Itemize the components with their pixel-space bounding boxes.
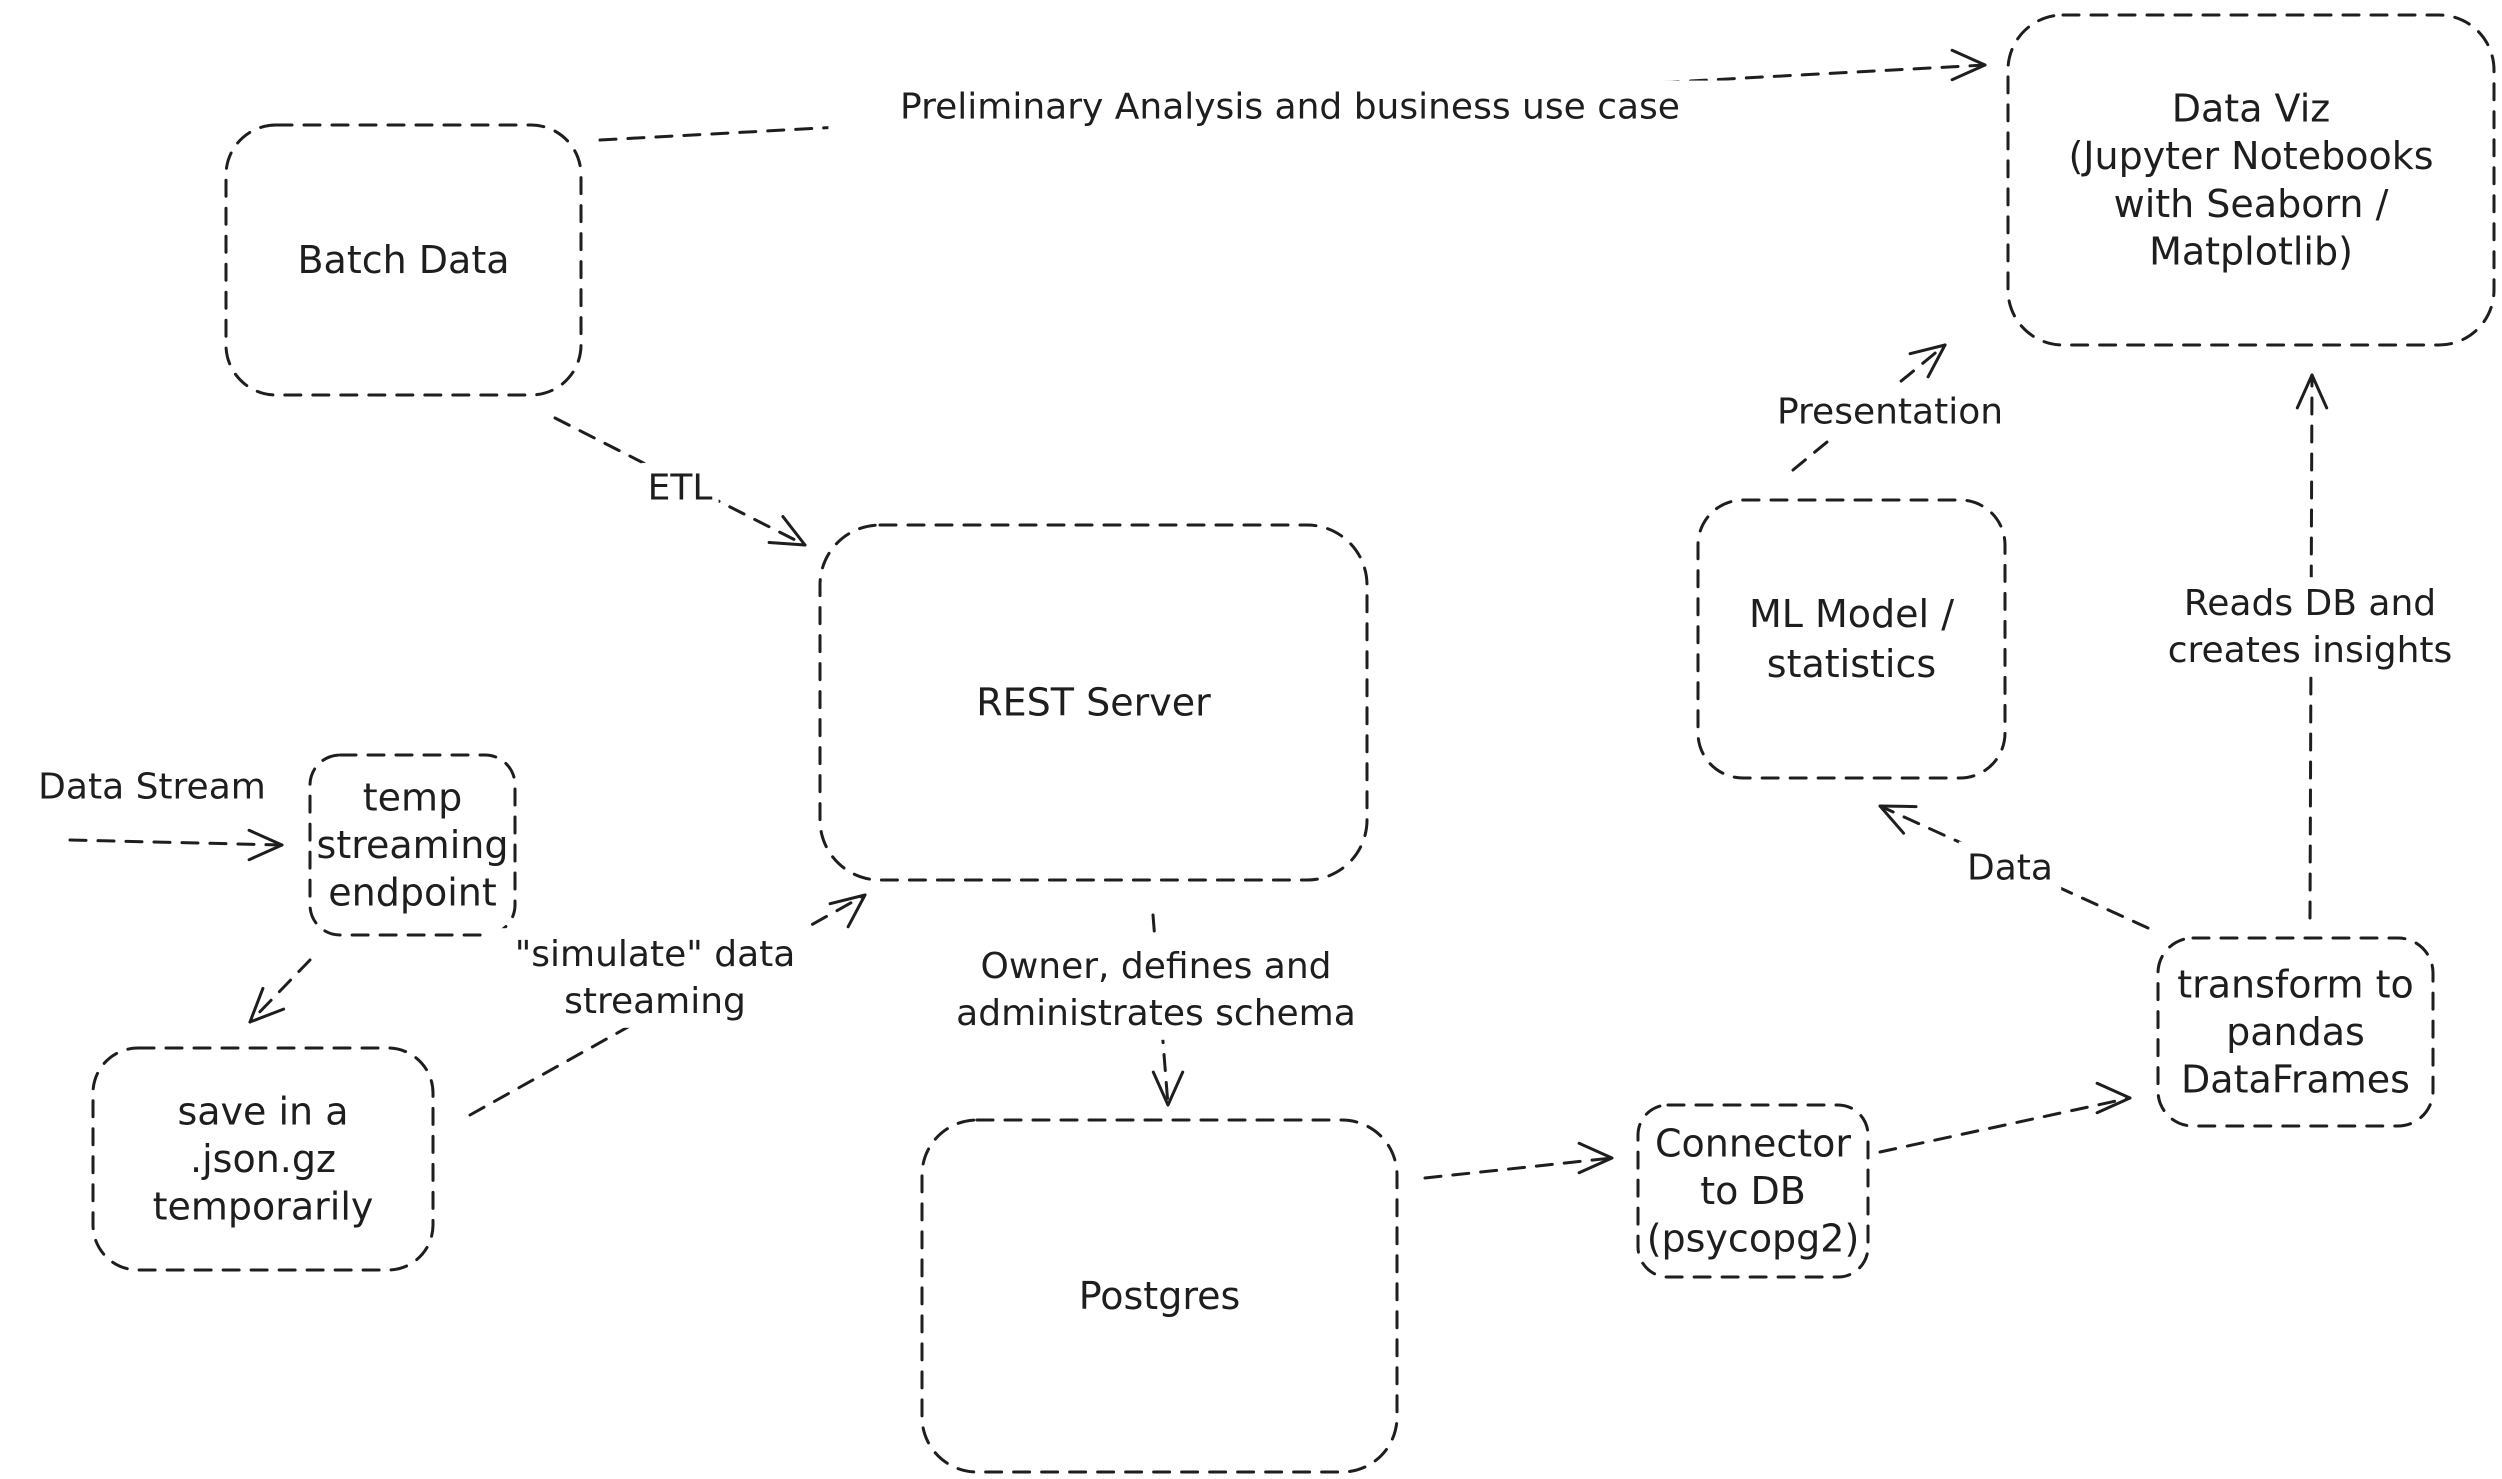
node-box [920,1118,1399,1474]
node-label: DataFrames [2181,1058,2410,1102]
arrowhead [2295,373,2329,410]
node-box [1696,498,2007,780]
node-label: Connector [1655,1121,1851,1165]
edge-label-background [1752,385,2028,439]
node-label: REST Server [976,681,1211,725]
node-label: Batch Data [297,238,509,282]
node-label: pandas [2226,1010,2365,1054]
edge-line [1878,1096,2132,1154]
edge-line [248,958,312,1024]
node-label: transform to [2177,962,2414,1006]
node-box [308,753,517,937]
edge-label-text: Preliminary Analysis and business use ca… [900,87,1680,128]
edge-label-save-to-rest: "simulate" data streaming [485,928,825,1028]
edge-label-text: Data Stream [38,767,266,808]
node-label: temp [363,775,462,819]
node-box [1636,1103,1870,1279]
edge-line [68,838,284,847]
edge-label-ml-to-viz: Presentation [1752,385,2028,439]
edges-layer [68,48,2329,1180]
arrowhead [1577,1141,1614,1175]
edge-label-transform-to-viz: Reads DB and creates insights [2129,577,2491,677]
edge-label-background [828,80,1752,134]
node-ml-model[interactable]: ML Model / statistics [1696,498,2007,780]
arrowhead [1878,804,1918,835]
node-postgres[interactable]: Postgres [920,1118,1399,1474]
edge-label-background [2129,577,2491,677]
arrowhead [247,828,284,862]
edge-label-batch-to-rest: ETL [641,462,719,514]
node-box [2156,936,2435,1128]
edge-label-background [641,462,719,514]
node-label: temporarily [153,1185,374,1229]
edge-connector-to-transform [1878,1081,2132,1154]
arrowhead [2095,1081,2132,1115]
node-label: save in a [177,1089,348,1133]
node-label: to DB [1700,1169,1806,1213]
node-box [224,123,583,397]
edge-line [1423,1156,1614,1180]
edge-label-rest-to-postgres: Owner, defines and administrates schema [932,940,1380,1040]
labels-layer: Preliminary Analysis and business use ca… [38,80,2491,1040]
arrowhead [767,515,807,547]
node-batch-data[interactable]: Batch Data [224,123,583,397]
edge-label-text: streaming [564,981,746,1022]
edge-label-text: Reads DB and [2184,583,2436,624]
node-label: Matplotlib) [2149,229,2353,273]
arrowhead [1151,1070,1185,1107]
node-label: ML Model / [1749,592,1954,636]
edge-label-stream-in: Data Stream [38,767,266,808]
edge-label-text: ETL [648,468,713,509]
edge-line [2308,373,2314,920]
edge-stream-in [68,828,284,862]
edge-label-text: "simulate" data [515,934,796,975]
node-label: Data Viz [2172,87,2330,131]
edge-endpoint-to-save [248,958,312,1024]
node-label: Postgres [1079,1274,1241,1318]
node-box [91,1046,435,1272]
node-label: with Seaborn / [2114,182,2389,226]
node-label: streaming [317,823,509,867]
node-rest-server[interactable]: REST Server [818,523,1369,882]
edge-label-background [932,940,1380,1040]
node-label: endpoint [328,871,497,915]
node-label: .json.gz [190,1137,336,1181]
node-label: statistics [1767,642,1936,686]
edge-label-text: administrates schema [956,993,1356,1034]
edge-label-text: Data [1967,848,2053,889]
node-label: (Jupyter Notebooks [2068,134,2433,178]
edge-label-background [1958,841,2062,895]
edge-label-batch-to-viz: Preliminary Analysis and business use ca… [828,80,1752,134]
edge-label-text: Owner, defines and [981,946,1332,987]
node-box [818,523,1369,882]
node-box [2006,13,2496,347]
arrowhead [1908,343,1947,379]
edge-label-background [485,928,825,1028]
node-label: (psycopg2) [1647,1217,1860,1261]
edge-label-text: creates insights [2168,630,2453,671]
arrowhead [828,893,867,929]
edge-transform-to-viz [2295,373,2329,920]
arrowhead [248,986,286,1024]
edge-label-text: Presentation [1777,392,2003,433]
edge-label-transform-to-ml: Data [1958,841,2062,895]
edge-postgres-to-connector [1423,1141,1614,1180]
arrowhead [1950,48,1987,82]
